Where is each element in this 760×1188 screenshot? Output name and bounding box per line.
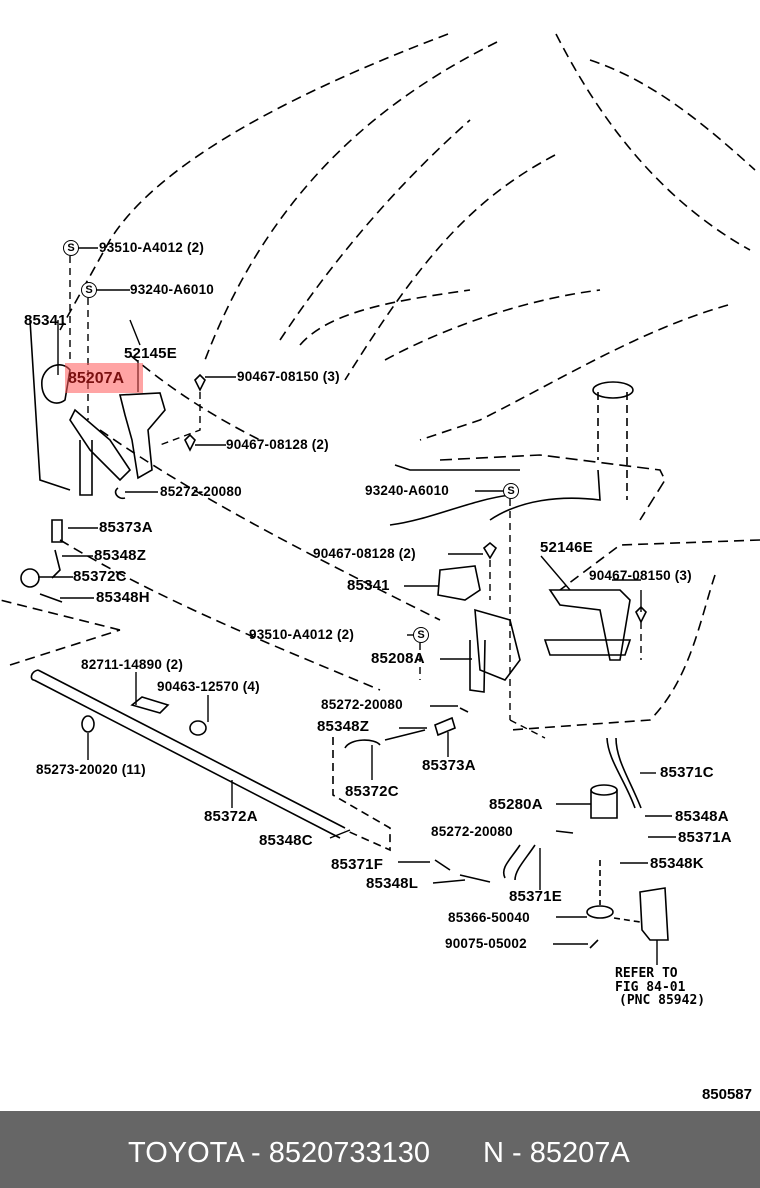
refer-line-3: (PNC 85942) <box>619 993 706 1009</box>
refer-note: REFER TO FIG 84-01 (PNC 85942) <box>615 967 705 1008</box>
sealant-symbol-icon: S <box>63 240 79 256</box>
part-label-90463-12570[interactable]: 90463-12570 (4) <box>157 679 260 694</box>
dashed-leaders <box>69 256 642 739</box>
sealant-symbol-icon: S <box>81 282 97 298</box>
highlighted-part-box <box>65 363 143 393</box>
diagram-linework <box>0 33 760 965</box>
part-label-85372a[interactable]: 85372A <box>204 808 258 825</box>
part-label-93240-a6010[interactable]: 93240-A6010 <box>365 483 450 498</box>
small-parts <box>81 373 647 736</box>
parts-diagram: 52145E 85207A S S S S 93510-A4012 (2) 93… <box>0 33 760 1103</box>
part-label-90467-08128[interactable]: 90467-08128 (2) <box>226 437 329 452</box>
part-label-85373a[interactable]: 85373A <box>422 757 476 774</box>
part-label-85348z[interactable]: 85348Z <box>317 718 370 735</box>
part-label-85348h[interactable]: 85348H <box>96 589 150 606</box>
part-label-90467-08150[interactable]: 90467-08150 (3) <box>589 568 692 583</box>
illustration-number: 850587 <box>701 1086 752 1103</box>
part-label-93240-a6010[interactable]: 93240-A6010 <box>130 282 215 297</box>
part-label-52146e[interactable]: 52146E <box>540 539 593 556</box>
leader-lines <box>38 247 676 965</box>
sealant-symbol-icon: S <box>503 483 519 499</box>
leader-box <box>332 737 391 852</box>
part-info-banner: TOYOTA - 8520733130 N - 85207A <box>0 1111 760 1188</box>
right-washer-assembly <box>437 565 632 713</box>
part-number-reference: TOYOTA - 8520733130 <box>128 1137 431 1169</box>
part-label-85272-20080[interactable]: 85272-20080 <box>160 484 242 499</box>
part-label-85208a[interactable]: 85208A <box>371 650 425 667</box>
part-label-85272-20080[interactable]: 85272-20080 <box>431 824 513 839</box>
left-washer-assembly <box>20 319 166 603</box>
part-label-85348k[interactable]: 85348K <box>650 855 704 872</box>
pnc-reference: N - 85207A <box>483 1137 630 1169</box>
part-label-85348z[interactable]: 85348Z <box>94 547 147 564</box>
part-label-90467-08150[interactable]: 90467-08150 (3) <box>237 369 340 384</box>
part-label-85348a[interactable]: 85348A <box>675 808 729 825</box>
washer-tank <box>389 381 666 526</box>
part-label-93510-a4012[interactable]: 93510-A4012 (2) <box>99 240 205 255</box>
part-label-85341[interactable]: 85341 <box>347 577 390 594</box>
part-label-85371a[interactable]: 85371A <box>678 829 732 846</box>
part-label-82711-14890[interactable]: 82711-14890 (2) <box>81 657 184 672</box>
part-label-85280a[interactable]: 85280A <box>489 796 543 813</box>
part-label-85371f[interactable]: 85371F <box>331 856 384 873</box>
part-label-85371e[interactable]: 85371E <box>509 888 562 905</box>
part-label-85341[interactable]: 85341 <box>24 312 67 329</box>
car-body-outline <box>0 33 760 731</box>
hose-85372a <box>30 669 346 839</box>
part-label-85207a[interactable]: 85207A <box>68 370 125 387</box>
part-label-85348l[interactable]: 85348L <box>366 875 419 892</box>
part-label-85373a[interactable]: 85373A <box>99 519 153 536</box>
sealant-symbol-icon: S <box>413 627 429 643</box>
refer-line-2: FIG 84-01 <box>615 979 686 995</box>
part-label-85372c[interactable]: 85372C <box>73 568 127 585</box>
part-label-85372c[interactable]: 85372C <box>345 783 399 800</box>
refer-line-1: REFER TO <box>615 966 678 981</box>
part-label-90467-08128[interactable]: 90467-08128 (2) <box>313 546 416 561</box>
part-label-85273-20020[interactable]: 85273-20020 (11) <box>36 762 146 777</box>
part-label-85366-50040[interactable]: 85366-50040 <box>448 910 530 925</box>
part-label-85348c[interactable]: 85348C <box>259 832 313 849</box>
part-label-52145e[interactable]: 52145E <box>124 345 177 362</box>
part-label-85371c[interactable]: 85371C <box>660 764 714 781</box>
part-label-90075-05002[interactable]: 90075-05002 <box>445 936 527 951</box>
part-label-85272-20080[interactable]: 85272-20080 <box>321 697 403 712</box>
washer-pump <box>344 716 669 949</box>
part-label-93510-a4012[interactable]: 93510-A4012 (2) <box>249 627 355 642</box>
